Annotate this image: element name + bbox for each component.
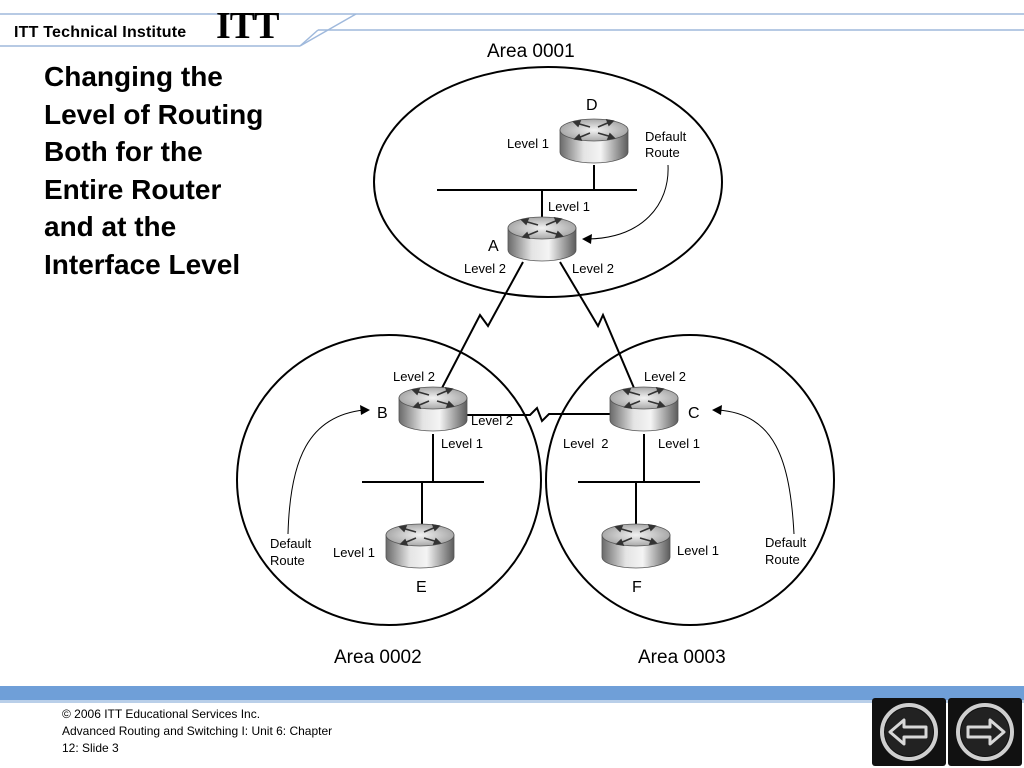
- area-label-0003: Area 0003: [638, 647, 726, 668]
- title-line: Both for the: [44, 136, 203, 167]
- label-b-right-link: Level 2: [471, 413, 513, 428]
- router-b-icon: [398, 386, 468, 432]
- label-a-top-link: Level 1: [548, 199, 590, 214]
- area-label-0001: Area 0001: [487, 41, 575, 62]
- area-label-0002: Area 0002: [334, 647, 422, 668]
- footer-text: © 2006 ITT Educational Services Inc. Adv…: [62, 706, 402, 757]
- label-e-level: Level 1: [333, 545, 375, 560]
- slide-number: 12: Slide 3: [62, 741, 119, 755]
- router-name-f: F: [632, 579, 642, 596]
- label-left-default-route: Default: [270, 536, 312, 551]
- serial-link-b-c: [464, 406, 612, 423]
- label-a-left-link: Level 2: [464, 261, 506, 276]
- label-d-default-route: Default: [645, 129, 687, 144]
- router-name-a: A: [488, 238, 499, 255]
- copyright-text: © 2006 ITT Educational Services Inc.: [62, 707, 261, 721]
- previous-slide-button[interactable]: [872, 698, 946, 766]
- title-line: Level of Routing: [44, 98, 264, 130]
- next-slide-button[interactable]: [948, 698, 1022, 766]
- default-route-arrow-top: [587, 164, 669, 240]
- title-line: Interface Level: [44, 248, 241, 280]
- forward-arrow-icon: [956, 703, 1014, 761]
- router-c-icon: [609, 386, 679, 432]
- slide-title: Changing the Level of Routing Both for t…: [44, 58, 304, 283]
- serial-link-a-b: [441, 261, 524, 389]
- router-name-e: E: [416, 579, 427, 596]
- router-name-c: C: [688, 405, 700, 422]
- default-route-arrow-left: [287, 409, 365, 535]
- footer-bar-shadow: [0, 700, 1024, 703]
- label-b-top-link: Level 2: [393, 369, 435, 384]
- title-line: Changing the: [44, 61, 223, 92]
- label-right-default-route: Route: [765, 552, 800, 567]
- back-arrow-icon: [880, 703, 938, 761]
- label-left-default-route: Route: [270, 553, 305, 568]
- course-title: Advanced Routing and Switching I: Unit 6…: [62, 724, 333, 738]
- label-right-default-route: Default: [765, 535, 807, 550]
- router-f-icon: [601, 523, 671, 569]
- slide-header: ITT Technical Institute ITT: [0, 0, 1024, 60]
- label-c-left-link: Level 2: [563, 436, 609, 451]
- itt-logo: ITT: [216, 5, 279, 47]
- router-e-icon: [385, 523, 455, 569]
- area-0002-boundary: [236, 334, 542, 626]
- label-f-level: Level 1: [677, 543, 719, 558]
- router-name-d: D: [586, 97, 598, 114]
- router-name-b: B: [377, 405, 388, 422]
- router-a-icon: [507, 216, 577, 262]
- network-diagram: Area 0001 Area 0002 Area 0003 D A B C E …: [236, 41, 835, 668]
- label-b-bottom-link: Level 1: [441, 436, 483, 451]
- label-d-default-route: Route: [645, 145, 680, 160]
- footer-bar: [0, 686, 1024, 700]
- label-d-level: Level 1: [507, 136, 549, 151]
- header-decoration: [0, 13, 1024, 47]
- area-0001-boundary: [373, 66, 723, 298]
- title-line: Entire Router: [44, 173, 222, 205]
- default-route-arrow-right: [717, 409, 795, 535]
- label-c-bottom-link: Level 1: [658, 436, 700, 451]
- label-c-top-link: Level 2: [644, 369, 686, 384]
- institute-name: ITT Technical Institute: [14, 24, 187, 41]
- label-a-right-link: Level 2: [572, 261, 614, 276]
- serial-link-a-c: [559, 261, 635, 389]
- router-d-icon: [559, 118, 629, 164]
- area-0003-boundary: [545, 334, 835, 626]
- title-line: and at the: [44, 211, 177, 242]
